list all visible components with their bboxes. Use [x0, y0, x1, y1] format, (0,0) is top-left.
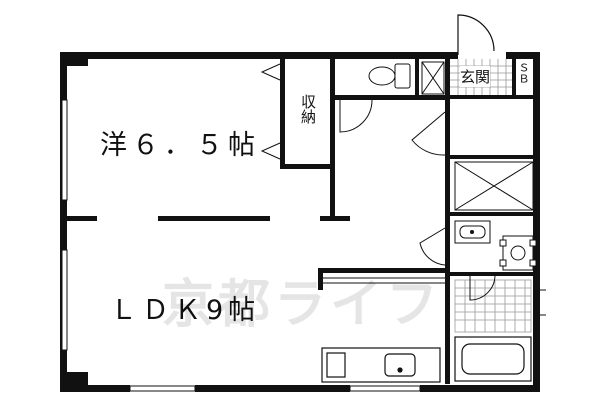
storage-box-large	[454, 161, 534, 211]
room-label-entrance: 玄関	[460, 66, 491, 87]
room-label-shoe-box: ＳＢ	[517, 62, 530, 84]
kitchen-counter	[321, 347, 441, 383]
exterior-door-ticks	[540, 289, 546, 316]
toilet-icon	[368, 63, 411, 89]
windows	[61, 99, 421, 392]
floor-step-band	[323, 277, 445, 284]
door-swings	[339, 99, 496, 301]
washing-machine-icon	[499, 235, 537, 271]
entrance-door	[457, 14, 495, 55]
storage-box-small	[421, 61, 445, 95]
room-label-western: 洋６．５帖	[100, 130, 260, 161]
outer-walls	[60, 52, 540, 392]
closet-doors	[260, 63, 281, 160]
bathroom-floor	[454, 279, 532, 333]
interior-walls	[67, 59, 538, 384]
room-label-closet: 収納	[299, 94, 317, 124]
watermark: 京都ライフ	[162, 275, 443, 335]
bathtub-icon	[454, 336, 532, 382]
washbasin-icon	[454, 220, 491, 244]
room-label-ldk: ＬＤＫ9帖	[110, 295, 261, 326]
